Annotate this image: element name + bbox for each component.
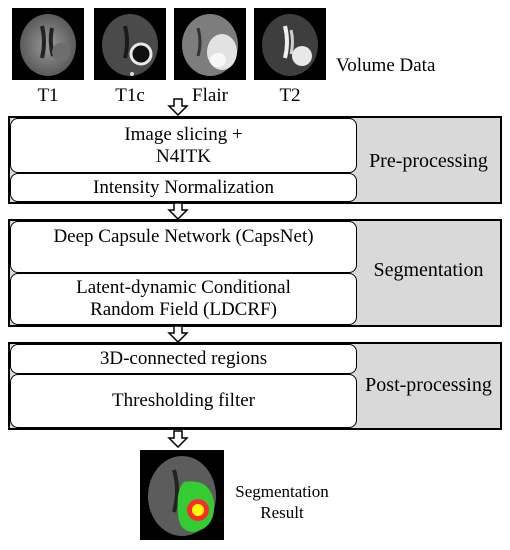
mri-t1c-icon (94, 8, 166, 80)
flow-arrow-1 (167, 98, 189, 116)
stage-title-preprocessing: Pre-processing (369, 150, 488, 172)
stage-title-segmentation: Segmentation (373, 259, 484, 281)
step-image-slicing: Image slicing + N4ITK (10, 118, 357, 173)
flow-arrow-2 (167, 202, 189, 220)
mri-flair-icon (174, 8, 246, 80)
segmentation-result-label: Segmentation Result (235, 482, 329, 522)
step-intensity-normalization: Intensity Normalization (10, 173, 357, 202)
step-3d-connected-regions: 3D-connected regions (10, 344, 357, 374)
modality-label-flair: Flair (192, 85, 228, 106)
postprocessing-stage: 3D-connected regions Thresholding filter… (8, 342, 502, 430)
modality-label-t1c: T1c (115, 85, 145, 106)
mri-t2-icon (254, 8, 326, 80)
modality-label-t2: T2 (279, 85, 301, 106)
step-ldcrf: Latent-dynamic Conditional Random Field … (10, 273, 357, 325)
step-thresholding-filter: Thresholding filter (10, 374, 357, 428)
step-capsnet: Deep Capsule Network (CapsNet) (10, 221, 357, 273)
segmentation-stage: Deep Capsule Network (CapsNet) Latent-dy… (8, 219, 502, 327)
stage-title-postprocessing: Post-processing (365, 374, 492, 396)
flow-arrow-4 (167, 430, 189, 448)
flow-arrow-3 (167, 325, 189, 343)
modality-label-t1: T1 (37, 85, 59, 106)
volume-data-label: Volume Data (336, 55, 436, 76)
mri-t1-icon (12, 8, 84, 80)
segmentation-result-icon (140, 450, 224, 540)
preprocessing-stage: Image slicing + N4ITK Intensity Normaliz… (8, 116, 502, 204)
